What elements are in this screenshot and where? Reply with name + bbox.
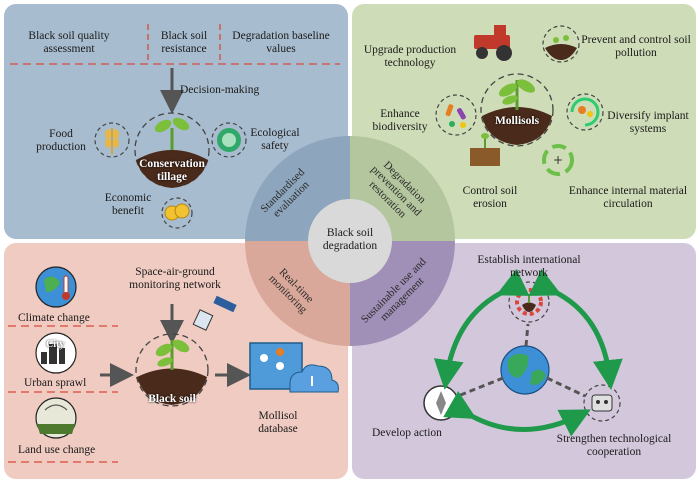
black-soil-icon (135, 333, 209, 407)
economic-benefit-label: Economic benefit (104, 192, 152, 217)
upgrade-technology-label: Upgrade production technology (363, 44, 457, 69)
database-icon (249, 342, 339, 393)
ecological-safety-icon (211, 122, 247, 158)
international-network-label: Establish international network (477, 254, 581, 279)
mollisols-label: Mollisols (494, 115, 540, 127)
land-use-label: Land use change (18, 444, 96, 456)
conservation-tillage-icon (134, 112, 210, 188)
tl-header-resistance: Black soil resistance (160, 30, 208, 55)
soil-erosion-label: Control soil erosion (462, 185, 518, 210)
satellite-icon (192, 295, 237, 331)
decision-making-label: Decision-making (180, 84, 260, 96)
soil-pollution-icon (542, 25, 580, 63)
bl-dividers (8, 325, 118, 463)
center-circle (308, 199, 392, 283)
urban-sprawl-label: Urban sprawl (24, 377, 87, 389)
tl-dividers (10, 24, 340, 65)
green-cycle-arrows (433, 268, 623, 437)
biodiversity-label: Enhance biodiversity (372, 108, 428, 133)
soil-erosion-icon (470, 133, 500, 166)
tl-header-quality: Black soil quality assessment (28, 30, 110, 55)
city-icon (35, 332, 77, 374)
wheat-icon (94, 122, 130, 158)
tractor-icon (474, 25, 512, 61)
soil-pollution-label: Prevent and control soil pollution (581, 34, 691, 59)
climate-change-label: Climate change (18, 312, 90, 324)
center-label: Black soil degradation (322, 227, 378, 252)
city-label: City (46, 339, 65, 350)
biodiversity-icon (435, 94, 477, 136)
compass-icon (423, 385, 459, 421)
earth-icon (500, 345, 550, 395)
land-use-icon (35, 397, 77, 439)
economic-benefit-icon (161, 197, 193, 229)
center-ring (245, 136, 455, 346)
robot-icon (583, 384, 621, 422)
material-circulation-label: Enhance internal material circulation (568, 185, 688, 210)
ecological-safety-label: Ecological safety (250, 127, 300, 152)
tl-header-baseline: Degradation baseline values (232, 30, 330, 55)
diversify-systems-label: Diversify implant systems (607, 110, 689, 135)
black-soil-label: Black soil (148, 393, 196, 405)
conservation-tillage-label: Conservation tillage (139, 158, 205, 183)
gear-plant-icon (508, 281, 550, 323)
svg-text:+: + (553, 153, 563, 167)
food-production-label: Food production (36, 128, 86, 153)
develop-action-label: Develop action (372, 427, 442, 439)
recycle-icon: + (542, 144, 574, 176)
globe-icon (35, 266, 77, 308)
technological-cooperation-label: Strengthen technological cooperation (556, 433, 672, 458)
implant-systems-icon (566, 93, 604, 131)
monitoring-network-label: Space-air-ground monitoring network (129, 266, 221, 291)
mollisols-icon (480, 73, 554, 147)
mollisol-database-label: Mollisol database (258, 410, 298, 435)
